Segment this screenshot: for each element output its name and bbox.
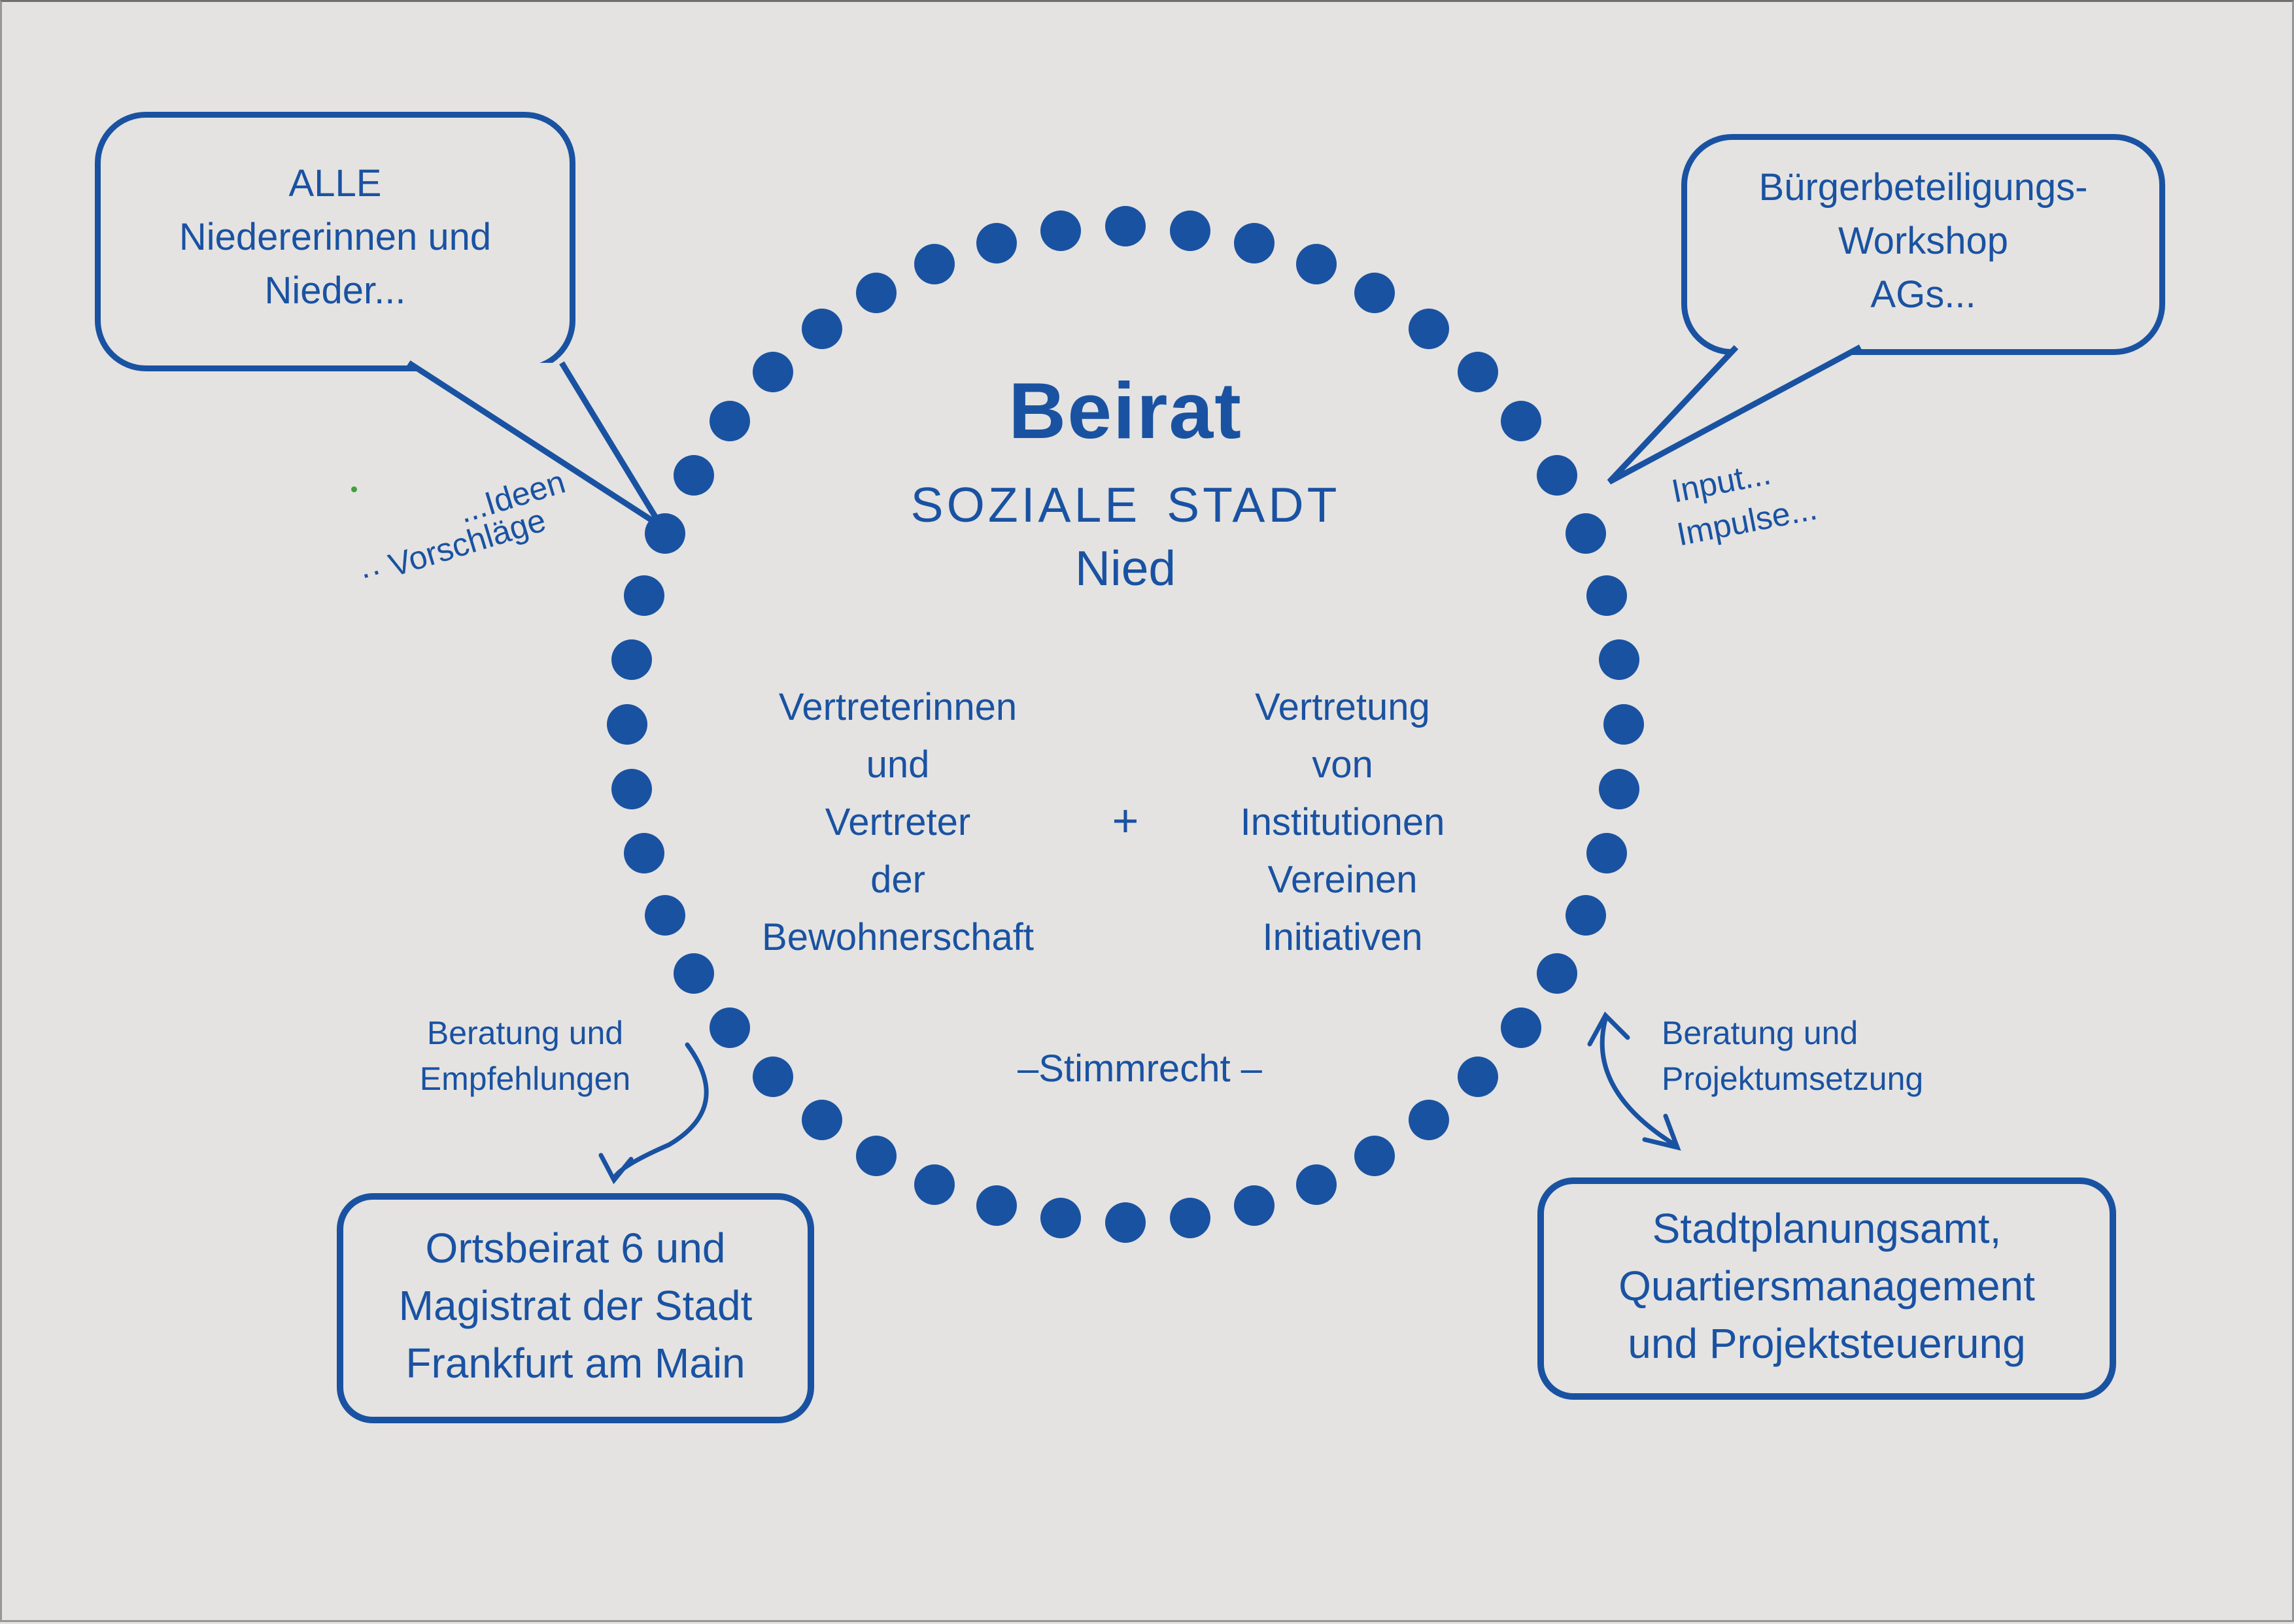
ring-dot [1408,1099,1449,1140]
box-stadtplanungsamt-line: Quartiersmanagement [1618,1262,2035,1310]
ring-dot [1603,704,1644,745]
ring-dot [1408,309,1449,350]
ring-dot [976,222,1017,263]
box-ortsbeirat-line: Magistrat der Stadt [398,1282,753,1329]
ring-dot [710,1007,751,1048]
residents-column: Vertreterinnen und Vertreter der Bewohne… [702,679,1094,966]
institutions-column: Vertretung von Institutionen Vereinen In… [1159,679,1526,966]
circle-subtitle: SOZIALE STADT [910,477,1341,533]
ring-dot [1586,833,1628,874]
ring-dot [753,1056,794,1097]
ring-dot [856,1135,897,1176]
ring-dot [914,244,955,284]
ring-dot [1565,894,1606,936]
residents-line: Bewohnerschaft [762,916,1034,958]
beratung-empfehlungen-line: Empfehlungen [419,1060,631,1097]
arrow-projektumsetzung-head-bottom [1642,1113,1681,1151]
residents-line: der [870,858,925,901]
ring-dot [674,953,715,994]
bubble-workshop-line: Bürgerbeteiligungs- [1758,166,2088,209]
ring-dot [1234,1185,1275,1226]
ring-dot [710,401,751,442]
ring-dot [1599,639,1640,680]
ring-dot [611,639,652,680]
ring-dot [1295,244,1337,284]
ring-dot [802,1099,843,1140]
residents-line: Vertreterinnen [778,686,1018,728]
bubble-workshop-line: Workshop [1838,220,2009,262]
ring-dot [1170,210,1211,251]
ring-dot [1354,1135,1395,1176]
residents-line: und [866,743,930,786]
beratung-projektumsetzung-line: Beratung und [1662,1015,1858,1051]
stimmrecht-note: –Stimmrecht – [1018,1047,1262,1090]
ring-dot [1354,273,1395,314]
ring-dot [802,309,843,350]
ring-dot [1536,953,1577,994]
residents-line: Vertreter [825,801,971,843]
ring-dot [1536,455,1577,496]
ring-dot [1105,206,1146,246]
ring-dot [976,1185,1017,1226]
ring-dot [607,704,647,745]
bubble-residents: ALLE Niedererinnen und Nieder... [95,112,575,371]
box-stadtplanungsamt-line: und Projektsteuerung [1628,1320,2026,1367]
ring-dot [914,1164,955,1205]
ring-dot [645,513,685,554]
box-ortsbeirat-line: Frankfurt am Main [405,1340,745,1387]
circle-subtitle-nied: Nied [1074,540,1176,596]
ring-dot [645,894,685,936]
ring-dot [1457,1056,1498,1097]
bubble-residents-line: Niedererinnen und [179,216,492,258]
institutions-line: Vertretung [1255,686,1430,728]
plus-sign: + [1112,795,1139,846]
ring-dot [856,273,897,314]
bubble-workshop: Bürgerbeteiligungs- Workshop AGs... [1681,134,2165,355]
ring-dot [1500,401,1541,442]
beratung-empfehlungen-label: Beratung und Empfehlungen [388,1010,662,1102]
institutions-line: Initiativen [1262,916,1423,958]
institutions-line: Vereinen [1267,858,1418,901]
ring-dot [1040,1198,1081,1239]
vorschlaege-label: ·· Vorschläge [354,501,550,593]
ring-dot [1565,513,1606,554]
ring-dot [1234,222,1275,263]
ring-dot [1586,575,1628,616]
bubble-residents-line: ALLE [288,162,382,205]
ring-dot [623,833,664,874]
ring-dot [1500,1007,1541,1048]
box-ortsbeirat: Ortsbeirat 6 und Magistrat der Stadt Fra… [337,1193,814,1423]
beratung-projektumsetzung-line: Projektumsetzung [1662,1060,1924,1097]
ring-dot [623,575,664,616]
ring-dot [1105,1202,1146,1243]
circle-center-text: Beirat SOZIALE STADT Nied [733,367,1518,595]
ring-dot [611,769,652,810]
beratung-projektumsetzung-label: Beratung und Projektumsetzung [1662,1010,2002,1102]
arrow-beratung-empfehlungen-head [598,1153,634,1185]
bubble-workshop-line: AGs... [1870,273,1976,316]
ring-dot [1040,210,1081,251]
ring-dot [1170,1198,1211,1239]
ring-dot [1295,1164,1337,1205]
ring-dot [674,455,715,496]
bubble-residents-line: Nieder... [264,269,406,312]
ring-dot [1457,352,1498,393]
arrow-projektumsetzung-head-top [1587,1011,1630,1047]
box-stadtplanungsamt-line: Stadtplanungsamt, [1652,1205,2002,1252]
institutions-line: von [1312,743,1373,786]
beratung-empfehlungen-line: Beratung und [426,1015,624,1051]
ring-dot [753,352,794,393]
institutions-line: Institutionen [1240,801,1445,843]
circle-title: Beirat [1008,366,1242,455]
ring-dot [1599,769,1640,810]
green-dot [351,486,357,492]
box-stadtplanungsamt: Stadtplanungsamt, Quartiersmanagement un… [1537,1177,2116,1400]
box-ortsbeirat-line: Ortsbeirat 6 und [425,1225,726,1272]
